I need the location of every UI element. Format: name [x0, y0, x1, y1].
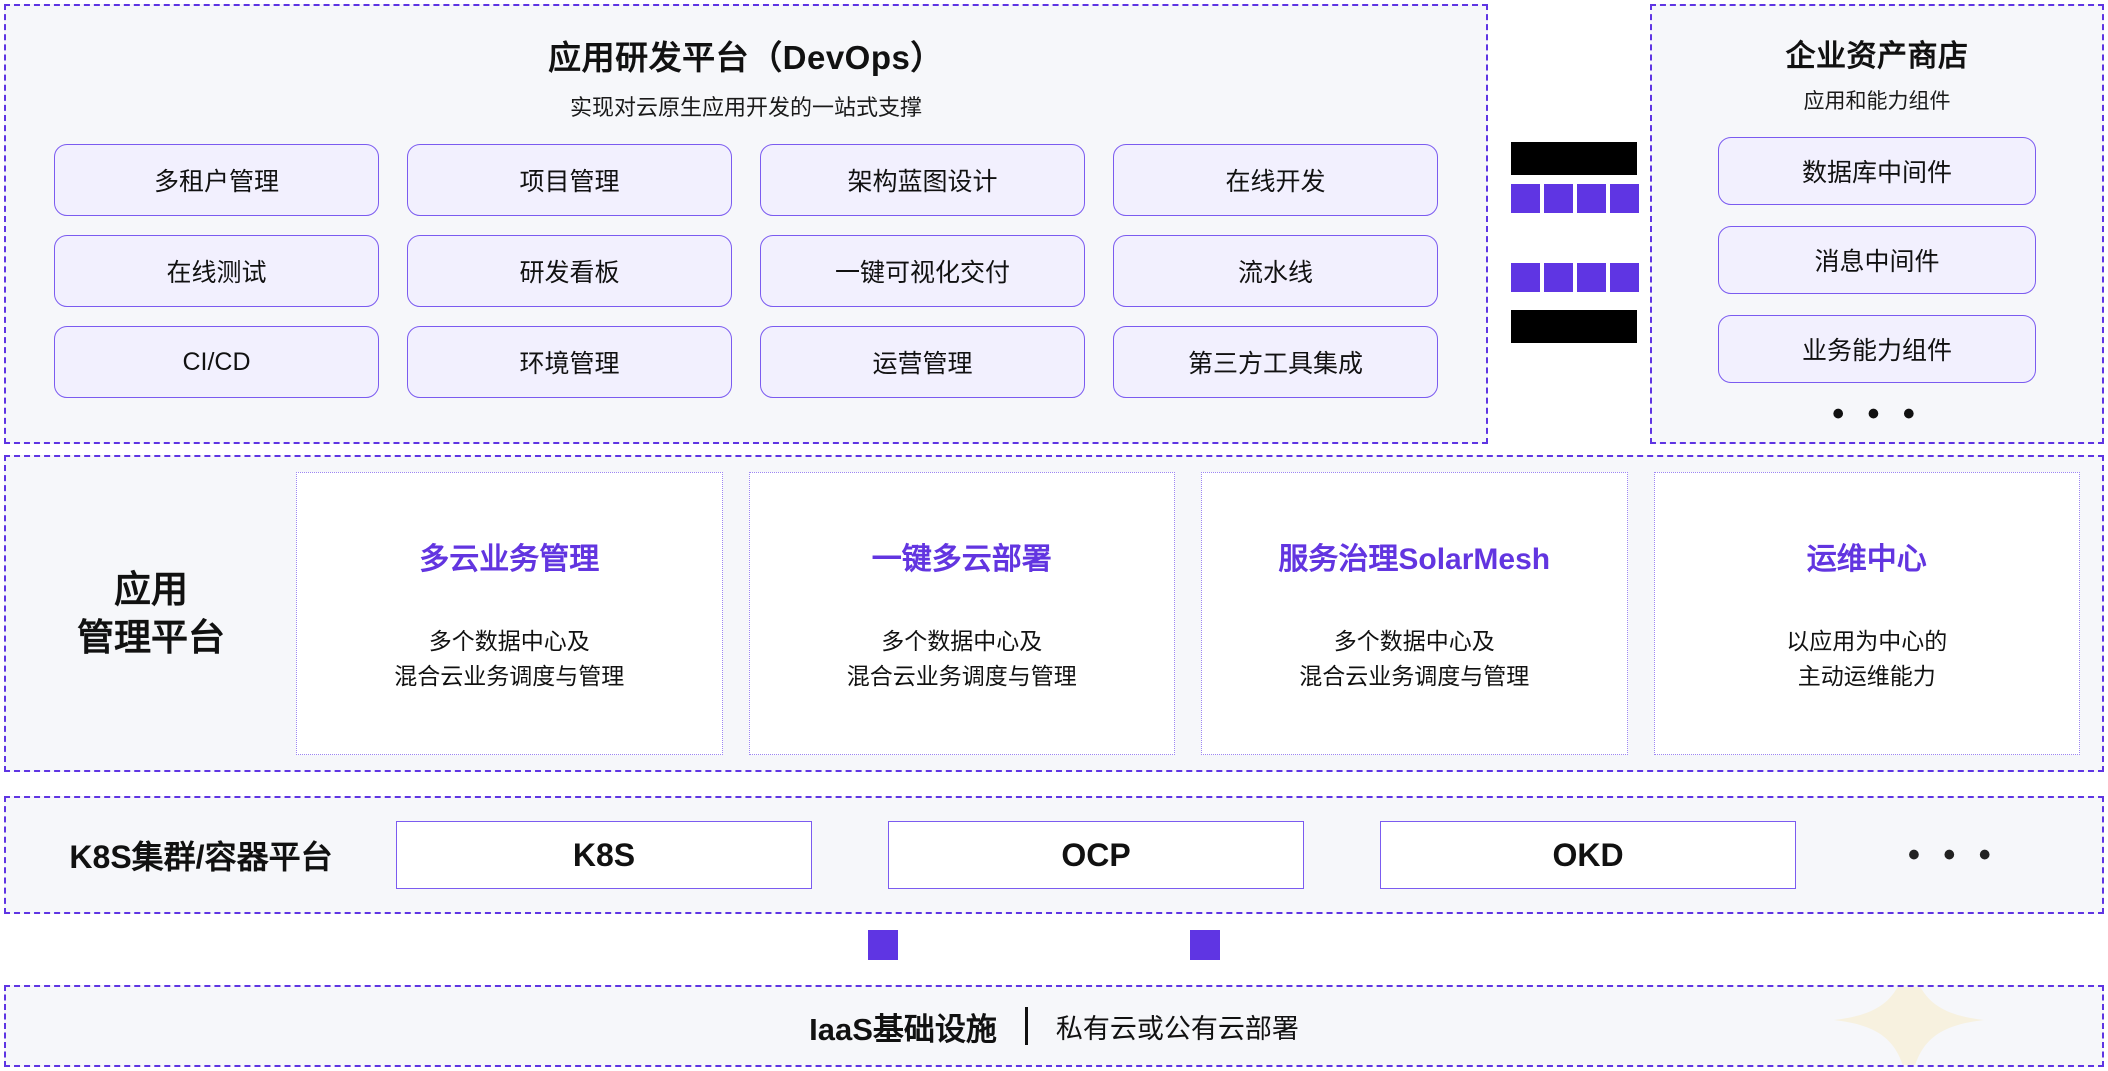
k8s-more-ellipsis: • • • [1908, 836, 1998, 874]
devops-chip[interactable]: 运营管理 [760, 326, 1085, 398]
devops-chip[interactable]: 一键可视化交付 [760, 235, 1085, 307]
manage-card[interactable]: 一键多云部署 多个数据中心及 混合云业务调度与管理 [748, 472, 1175, 755]
manage-card-description: 以应用为中心的 主动运维能力 [1786, 624, 1947, 694]
iaas-infrastructure-section: IaaS基础设施 私有云或公有云部署 [4, 985, 2104, 1067]
devops-chip[interactable]: 架构蓝图设计 [760, 144, 1085, 216]
sparkle-decoration [1834, 987, 1984, 1065]
k8s-section-label: K8S集群/容器平台 [69, 839, 333, 875]
iaas-divider [1024, 1007, 1028, 1045]
manage-card-title: 多云业务管理 [419, 542, 600, 576]
connector-squares-top [1511, 184, 1639, 213]
asset-store-title: 企业资产商店 [1785, 40, 1969, 73]
manage-card-desc-line-1: 多个数据中心及 [1333, 627, 1495, 654]
devops-chip[interactable]: 项目管理 [407, 144, 732, 216]
devops-chip[interactable]: 环境管理 [407, 326, 732, 398]
k8s-box[interactable]: OKD [1380, 821, 1796, 889]
devops-chip[interactable]: 研发看板 [407, 235, 732, 307]
devops-chip[interactable]: 多租户管理 [54, 144, 379, 216]
manage-card-description: 多个数据中心及 混合云业务调度与管理 [394, 624, 624, 694]
manage-card-desc-line-1: 多个数据中心及 [881, 627, 1043, 654]
k8s-box[interactable]: OCP [888, 821, 1304, 889]
bridge-connector-column [1494, 4, 1646, 444]
connector-square [1511, 263, 1540, 292]
manage-card-title: 一键多云部署 [871, 542, 1052, 576]
manage-card-desc-line-1: 多个数据中心及 [428, 627, 590, 654]
devops-chip[interactable]: 在线测试 [54, 235, 379, 307]
manage-card-desc-line-2: 混合云业务调度与管理 [394, 662, 625, 689]
manage-card[interactable]: 运维中心 以应用为中心的 主动运维能力 [1653, 472, 2080, 755]
manage-card-title: 服务治理SolarMesh [1278, 542, 1551, 576]
k8s-container-platform-section: K8S集群/容器平台 K8S OCP OKD • • • [4, 796, 2104, 914]
connector-squares-bottom [1511, 263, 1639, 292]
devops-subtitle: 实现对云原生应用开发的一站式支撑 [569, 95, 922, 120]
manage-label-line-2: 管理平台 [77, 616, 225, 658]
layer-connector-square [1190, 930, 1220, 960]
connector-square [1577, 184, 1606, 213]
connector-square [1610, 184, 1639, 213]
devops-chip[interactable]: CI/CD [54, 326, 379, 398]
manage-platform-label: 应用 管理平台 [6, 566, 296, 661]
manage-label-line-1: 应用 [114, 569, 188, 611]
manage-card-desc-line-2: 主动运维能力 [1797, 662, 1936, 689]
devops-chip[interactable]: 流水线 [1113, 235, 1438, 307]
devops-chip[interactable]: 第三方工具集成 [1113, 326, 1438, 398]
manage-card-description: 多个数据中心及 混合云业务调度与管理 [847, 624, 1077, 694]
asset-store-subtitle: 应用和能力组件 [1803, 90, 1951, 113]
redacted-label-bottom [1511, 310, 1637, 343]
asset-store-more-ellipsis: • • • [1832, 395, 1922, 433]
asset-chip[interactable]: 业务能力组件 [1718, 315, 2036, 383]
manage-card[interactable]: 服务治理SolarMesh 多个数据中心及 混合云业务调度与管理 [1201, 472, 1628, 755]
iaas-content: IaaS基础设施 私有云或公有云部署 [809, 1004, 1299, 1049]
enterprise-asset-store-section: 企业资产商店 应用和能力组件 数据库中间件 消息中间件 业务能力组件 • • • [1650, 4, 2104, 444]
k8s-box-row: K8S OCP OKD • • • [396, 821, 2102, 889]
asset-chip[interactable]: 消息中间件 [1718, 226, 2036, 294]
manage-card-description: 多个数据中心及 混合云业务调度与管理 [1299, 624, 1529, 694]
k8s-box[interactable]: K8S [396, 821, 812, 889]
asset-chip[interactable]: 数据库中间件 [1718, 137, 2036, 205]
connector-square [1544, 263, 1573, 292]
devops-capability-grid: 多租户管理 项目管理 架构蓝图设计 在线开发 在线测试 研发看板 一键可视化交付… [54, 144, 1438, 398]
asset-store-list: 数据库中间件 消息中间件 业务能力组件 [1718, 137, 2036, 383]
devops-title: 应用研发平台（DevOps） [548, 39, 944, 76]
manage-card-row: 多云业务管理 多个数据中心及 混合云业务调度与管理 一键多云部署 多个数据中心及… [296, 472, 2102, 755]
connector-square [1610, 263, 1639, 292]
redacted-label-top [1511, 142, 1637, 175]
application-management-platform-section: 应用 管理平台 多云业务管理 多个数据中心及 混合云业务调度与管理 一键多云部署… [4, 455, 2104, 772]
iaas-title: IaaS基础设施 [809, 1011, 997, 1047]
layer-connector-square [868, 930, 898, 960]
connector-square [1511, 184, 1540, 213]
manage-card-desc-line-2: 混合云业务调度与管理 [1299, 662, 1530, 689]
manage-card[interactable]: 多云业务管理 多个数据中心及 混合云业务调度与管理 [296, 472, 723, 755]
manage-card-desc-line-2: 混合云业务调度与管理 [846, 662, 1077, 689]
connector-square [1577, 263, 1606, 292]
devops-chip[interactable]: 在线开发 [1113, 144, 1438, 216]
devops-platform-section: 应用研发平台（DevOps） 实现对云原生应用开发的一站式支撑 多租户管理 项目… [4, 4, 1488, 444]
iaas-description: 私有云或公有云部署 [1055, 1013, 1299, 1044]
connector-square [1544, 184, 1573, 213]
manage-card-desc-line-1: 以应用为中心的 [1786, 627, 1948, 654]
manage-card-title: 运维中心 [1806, 542, 1927, 576]
